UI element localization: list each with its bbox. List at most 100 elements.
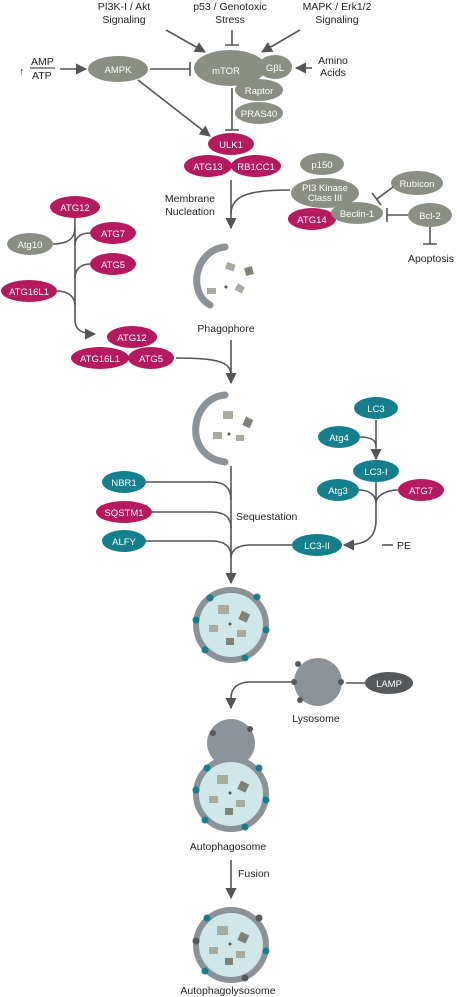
atg5-label-b: ATG5 — [139, 354, 163, 365]
sequestation-label: Sequestation — [236, 511, 297, 523]
atg10-label: Atg10 — [18, 240, 43, 251]
bcl2-label: Bcl-2 — [419, 211, 441, 222]
atg5-label-a: ATG5 — [101, 260, 125, 271]
autophagosome-label: Autophagosome — [190, 841, 267, 853]
lamp-label: LAMP — [376, 679, 402, 690]
phagophore-cargo — [207, 261, 254, 294]
pi3k-class3-node — [291, 178, 359, 208]
pi3k-class3-merge — [230, 189, 291, 215]
alfy-join — [146, 540, 232, 557]
pras40-node — [235, 102, 283, 124]
ulk1-node — [208, 133, 254, 155]
atg14-node — [288, 208, 336, 230]
atg7-node-a — [90, 222, 136, 244]
pras40-label: PRAS40 — [241, 109, 277, 120]
atg4-label: Atg4 — [329, 433, 349, 444]
docking-lc3ii-dots — [192, 764, 270, 831]
sqstm1-join — [152, 511, 232, 529]
phagophore-membrane — [193, 243, 229, 309]
docking-cargo — [209, 775, 250, 815]
atg7-join — [74, 232, 91, 246]
atg7-label-a: ATG7 — [101, 229, 125, 240]
lc3i-label: LC3-I — [364, 467, 387, 478]
sqstm1-label: SQSTM1 — [104, 508, 143, 519]
atg12-label-b: ATG12 — [117, 333, 146, 344]
ampk-label: AMPK — [105, 65, 133, 76]
atg3-join — [358, 489, 377, 504]
atg4-join — [359, 436, 377, 447]
phagophore-label: Phagophore — [197, 323, 254, 335]
autophagosome-cargo — [209, 605, 251, 645]
lc3ii-label: LC3-II — [304, 541, 330, 552]
lc3-node — [354, 397, 398, 419]
atp-label: ATP — [32, 70, 52, 82]
atg7-node-b — [398, 479, 444, 501]
amp-label: AMP — [31, 56, 54, 68]
up-arrow-icon: ↑ — [19, 66, 24, 78]
atg-complex-to-vesicle — [175, 357, 232, 376]
atg12-label-a: ATG12 — [60, 203, 89, 214]
lc3ii-node — [292, 534, 342, 556]
lamp-node — [365, 672, 413, 694]
mtor-inhibit-ulk1 — [225, 88, 239, 131]
autophagolysosome-dots — [192, 914, 270, 982]
mapk-to-mtor — [261, 29, 301, 53]
atg13-node — [184, 155, 232, 177]
atg5-join — [74, 263, 91, 279]
atg13-label: ATG13 — [193, 162, 222, 173]
atg12-node-a — [50, 196, 100, 218]
apoptosis-label: Apoptosis — [408, 253, 454, 265]
alfy-node — [102, 530, 146, 552]
atg5-node-a — [90, 253, 136, 275]
lysosome-dots — [291, 661, 344, 703]
atg7-label-b: ATG7 — [409, 486, 433, 497]
p53-inhibit-mtor — [225, 30, 239, 46]
lysosome-label: Lysosome — [292, 713, 340, 725]
lc3ii-dots — [192, 593, 270, 662]
lc3i-to-lc3ii — [342, 482, 377, 551]
gbl-label: GβL — [266, 63, 284, 74]
rubicon-inhibit-beclin1 — [371, 186, 394, 206]
ampk-node — [88, 56, 148, 82]
ulk1-label: ULK1 — [219, 140, 243, 151]
fusion-label: Fusion — [238, 868, 270, 880]
atg16l1-node-b — [71, 347, 129, 369]
lc3i-node — [353, 460, 399, 482]
nbr1-join — [146, 481, 232, 501]
rubicon-node — [391, 171, 443, 195]
pi3k-to-mtor — [165, 29, 206, 53]
mtor-label: mTOR — [212, 66, 240, 77]
pe-label: PE — [397, 540, 411, 552]
expanding-phagophore-membrane — [192, 391, 229, 466]
atg3-node — [317, 479, 359, 501]
rb1cc1-node — [231, 155, 281, 177]
atg10-join — [52, 227, 76, 245]
autophagolysosome-label: Autophagolysosome — [180, 985, 275, 997]
alfy-label: ALFY — [112, 537, 136, 548]
rb1cc1-label: RB1CC1 — [237, 162, 275, 173]
bcl2-inhibit-apoptosis — [423, 227, 437, 245]
atg7-join — [375, 489, 399, 504]
atg16l1-label-b: ATG16L1 — [80, 354, 120, 365]
p150-node — [300, 153, 344, 175]
bcl2-node — [408, 203, 452, 227]
nbr1-node — [102, 471, 146, 493]
atg12-node-b — [107, 326, 157, 348]
mtor-node — [194, 50, 266, 86]
atg5-node-b — [128, 347, 174, 369]
docking-lysosome-dots — [210, 726, 253, 736]
ampk-to-ulk1 — [137, 79, 211, 137]
atg3-label: Atg3 — [328, 486, 348, 497]
autophagolysosome-cargo — [209, 926, 250, 965]
bcl2-inhibit-beclin1 — [386, 208, 408, 222]
expanding-phagophore-cargo — [213, 411, 254, 441]
atg14-label: ATG14 — [297, 215, 326, 226]
atg16l1-label-a: ATG16L1 — [9, 287, 49, 298]
raptor-node — [235, 79, 283, 101]
